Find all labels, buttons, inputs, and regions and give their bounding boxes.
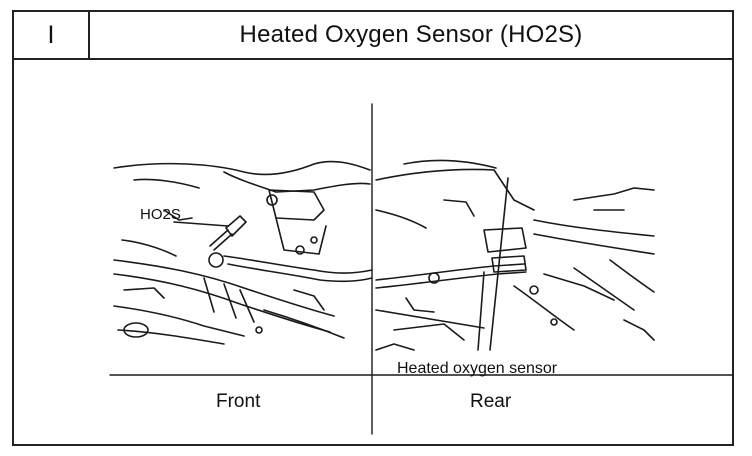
front-caption: Front (216, 391, 261, 412)
illustration-figure: HO2S Heated oxygen sensor Front Rear (14, 60, 732, 444)
document-sheet: I Heated Oxygen Sensor (HO2S) (12, 10, 734, 446)
section-code: I (14, 12, 90, 58)
page-title: Heated Oxygen Sensor (HO2S) (239, 21, 583, 48)
heated-oxygen-sensor-callout: Heated oxygen sensor (397, 360, 558, 377)
header-row: I Heated Oxygen Sensor (HO2S) (14, 12, 732, 60)
ho2s-callout: HO2S (140, 206, 181, 223)
illustration-drawing (109, 103, 732, 435)
rear-view-drawing (375, 159, 655, 351)
front-view-drawing (113, 160, 373, 345)
rear-caption: Rear (470, 391, 512, 412)
